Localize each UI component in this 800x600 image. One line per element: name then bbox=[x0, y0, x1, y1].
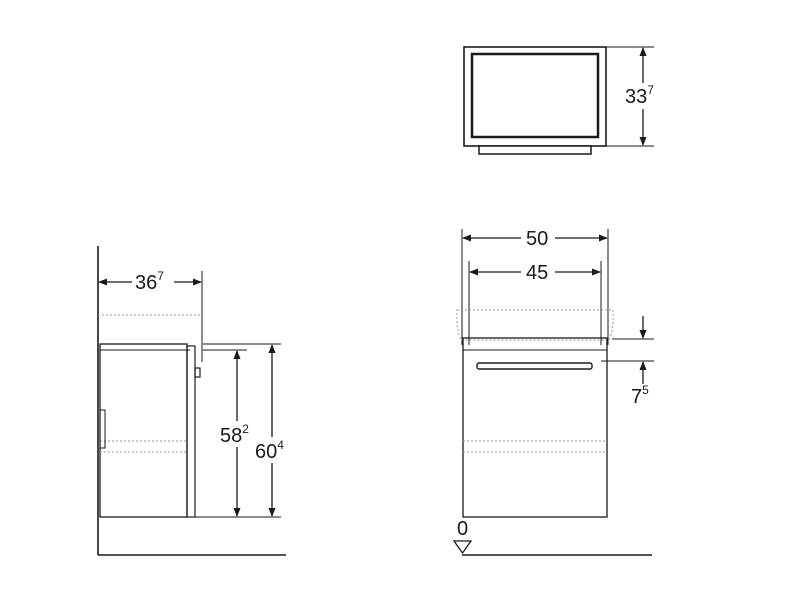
side-view-handle bbox=[194, 367, 201, 378]
side-view-total-height-label: 604 bbox=[255, 438, 284, 463]
floor-reference-triangle-icon bbox=[452, 540, 473, 555]
top-view-inner-frame bbox=[470, 52, 600, 139]
side-view-total-height-label-bg bbox=[253, 437, 293, 463]
side-view-inner-panel bbox=[99, 409, 106, 449]
side-view-depth-label: 367 bbox=[135, 269, 164, 294]
side-view-depth-label-bg bbox=[132, 270, 174, 294]
front-view: 50 45 75 0 bbox=[452, 226, 654, 556]
front-view-outer-width-label: 50 bbox=[526, 228, 548, 250]
top-view-depth-label: 337 bbox=[625, 83, 654, 108]
front-view-offset-label: 75 bbox=[631, 383, 649, 408]
top-view: 337 bbox=[463, 46, 661, 155]
side-view-body-height-label-bg bbox=[218, 421, 256, 447]
top-view-depth-label-bg bbox=[621, 83, 661, 109]
side-view-cabinet-body bbox=[99, 343, 188, 518]
front-view-basin-outline bbox=[456, 309, 614, 341]
front-view-drawer-handle bbox=[476, 362, 593, 370]
front-view-cabinet-body bbox=[462, 337, 608, 518]
front-view-floor-reference-label: 0 bbox=[457, 518, 468, 540]
side-view: 367 582 604 bbox=[97, 246, 293, 556]
front-view-outer-width-label-bg bbox=[521, 226, 555, 250]
side-view-body-height-label: 582 bbox=[220, 422, 249, 447]
front-view-inner-width-label-bg bbox=[521, 260, 555, 284]
side-view-front-panel bbox=[186, 345, 196, 518]
top-view-plinth bbox=[478, 145, 592, 155]
top-view-outer-frame bbox=[463, 46, 607, 147]
front-view-inner-width-label: 45 bbox=[526, 262, 548, 284]
